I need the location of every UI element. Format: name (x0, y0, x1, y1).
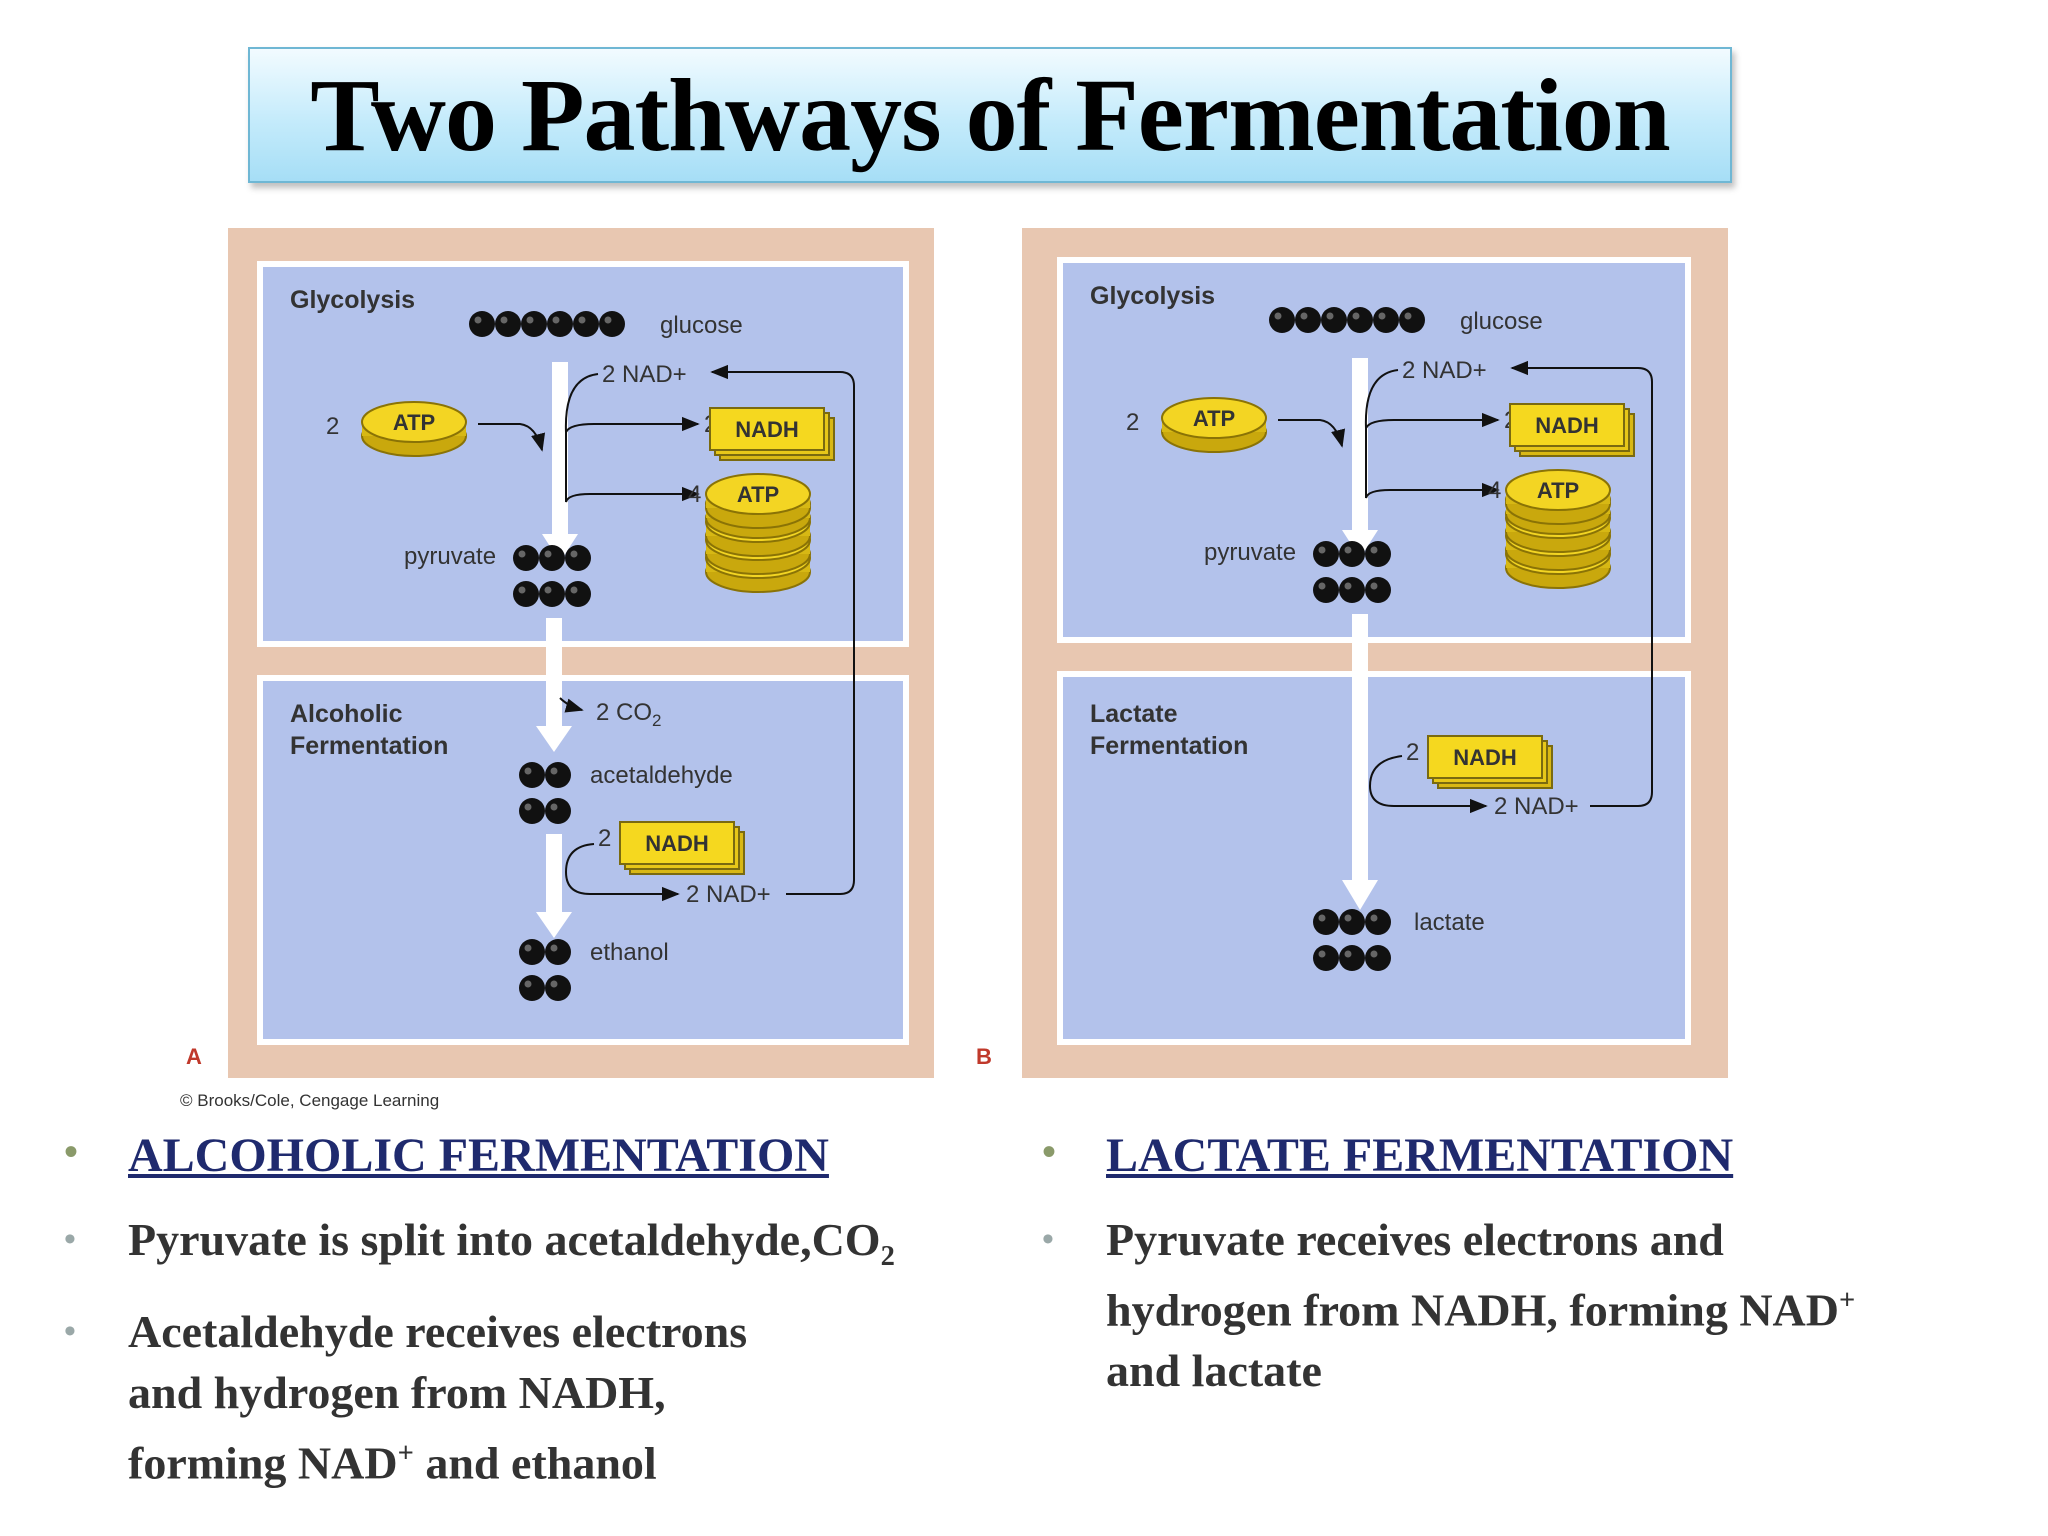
panel-b-lactate-label: lactate (1414, 909, 1485, 936)
bullets-right-item-1-line-3: and lactate (1106, 1345, 1322, 1397)
panel-a-atp-out-label: ATP (737, 482, 779, 507)
panel-b-fermentation-label-2: Fermentation (1090, 732, 1248, 760)
panel-a-fermentation-label-2: Fermentation (290, 732, 448, 760)
panel-a-nadh-label: NADH (735, 417, 799, 442)
panel-b-pyruvate-label: pyruvate (1204, 539, 1296, 566)
title-banner: Two Pathways of Fermentation (248, 47, 1732, 183)
panel-b-fermentation-arrow (1342, 614, 1378, 910)
bullets-right-item-1-line-2: hydrogen from NADH, forming NAD+ (1106, 1284, 1856, 1336)
panel-a-atp-in-count: 2 (326, 413, 339, 440)
panel-b-atp-in-count: 2 (1126, 409, 1139, 436)
fermentation-diagram: Glycolysis glucose 2 NAD+ 2 ATP 2 NADH 4 (180, 228, 1728, 1110)
panel-b-glucose-label: glucose (1460, 308, 1543, 335)
bullets-left-item-2: Acetaldehyde receives electrons and hydr… (64, 1301, 1064, 1493)
panel-b-nadh2-count: 2 (1406, 739, 1419, 766)
panel-b-glycolysis-label: Glycolysis (1090, 282, 1215, 310)
panel-b-nadh-label: NADH (1535, 413, 1599, 438)
panel-b-nad-in-count: 2 (1402, 357, 1415, 384)
panel-a-glucose-label: glucose (660, 312, 743, 339)
panel-a-fermentation-arrow-2 (536, 834, 572, 938)
panel-a: Glycolysis glucose 2 NAD+ 2 ATP 2 NADH 4 (186, 228, 934, 1078)
panel-b-nad-out-label: NAD+ (1514, 793, 1579, 820)
panel-a-co2-label: CO2 (616, 699, 661, 730)
panel-a-atp-out-count: 4 (688, 481, 701, 508)
panel-b-atp-in-label: ATP (1193, 406, 1235, 431)
panel-b-letter: B (976, 1044, 992, 1069)
panel-a-letter: A (186, 1044, 202, 1069)
bullets-right-heading: LACTATE FERMENTATION (1042, 1128, 2032, 1183)
panel-a-nad-in-count: 2 (602, 361, 615, 388)
bullets-left-item-2-line-2: and hydrogen from NADH, (128, 1367, 666, 1419)
bullets-right-item-1-line-1: Pyruvate receives electrons and (1106, 1214, 1724, 1265)
panel-b-nadh2-label: NADH (1453, 745, 1517, 770)
panel-a-fermentation-arrow-1 (536, 618, 572, 752)
panel-a-co2-count: 2 (596, 699, 609, 726)
panel-a-glycolysis-label: Glycolysis (290, 286, 415, 314)
bullets-left-item-2-line-1: Acetaldehyde receives electrons (128, 1306, 748, 1358)
panel-a-fermentation-label-1: Alcoholic (290, 700, 403, 728)
panel-b-fermentation-label-1: Lactate (1090, 700, 1178, 728)
panel-a-atp-in-label: ATP (393, 410, 435, 435)
panel-b-nad-in-label: NAD+ (1422, 357, 1487, 384)
panel-b-atp-out-label: ATP (1537, 478, 1579, 503)
bullets-right: LACTATE FERMENTATION Pyruvate receives e… (1042, 1128, 2032, 1401)
bullets-left-heading: ALCOHOLIC FERMENTATION (64, 1128, 1064, 1183)
panel-b-nad-out-count: 2 (1494, 793, 1507, 820)
bullets-right-item-1: Pyruvate receives electrons and hydrogen… (1042, 1209, 2032, 1401)
panel-b: Glycolysis glucose 2 NAD+ 2 ATP 2 NADH 4 (976, 228, 1728, 1078)
page-title: Two Pathways of Fermentation (310, 57, 1670, 173)
panel-a-ethanol-label: ethanol (590, 939, 669, 966)
panel-a-nadh2-label: NADH (645, 831, 709, 856)
panel-b-atp-out-count: 4 (1488, 477, 1501, 504)
bullets-left-item-2-line-3: forming NAD+ and ethanol (128, 1437, 657, 1489)
panel-a-nad-out-count: 2 (686, 881, 699, 908)
panel-a-nadh2-count: 2 (598, 825, 611, 852)
bullets-left: ALCOHOLIC FERMENTATION Pyruvate is split… (64, 1128, 1064, 1494)
panel-a-pyruvate-label: pyruvate (404, 543, 496, 570)
bullets-left-item-1: Pyruvate is split into acetaldehyde,CO2 (64, 1209, 1064, 1287)
panel-a-acetaldehyde-label: acetaldehyde (590, 762, 733, 789)
panel-a-nad-in-label: NAD+ (622, 361, 687, 388)
credit-line: © Brooks/Cole, Cengage Learning (180, 1091, 439, 1110)
panel-a-nad-out-label: NAD+ (706, 881, 771, 908)
